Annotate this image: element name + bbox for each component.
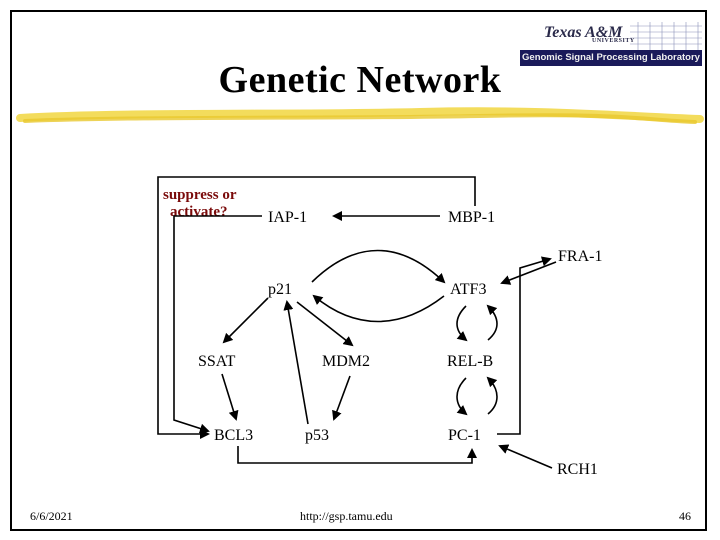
edge-mdm2-to-p53	[332, 375, 351, 421]
edge-mbp1-to-bcl3	[157, 176, 476, 439]
node-relb: REL-B	[447, 353, 493, 370]
footer-date: 6/6/2021	[30, 509, 73, 523]
footer-url[interactable]: http://gsp.tamu.edu	[300, 509, 393, 523]
node-mbp1: MBP-1	[448, 209, 495, 226]
logo-script-text: Texas A&M	[544, 24, 623, 41]
edge-relb-to-atf3	[486, 304, 498, 341]
edge-ssat-to-bcl3	[221, 373, 239, 421]
edge-p21-to-mdm2	[296, 301, 354, 347]
node-p21: p21	[268, 281, 292, 298]
annotation-line-1: suppress or	[163, 187, 237, 203]
node-mdm2: MDM2	[322, 353, 370, 370]
edge-relb-to-pc1	[456, 377, 468, 416]
edge-p53-to-p21	[283, 300, 309, 425]
edge-iap1-to-bcl3	[173, 215, 262, 434]
node-ssat: SSAT	[198, 353, 236, 370]
edge-pc1-to-relb	[486, 376, 498, 415]
node-rch1: RCH1	[557, 461, 598, 478]
node-pc1: PC-1	[448, 427, 481, 444]
annotation-line-2: activate?	[170, 204, 227, 220]
node-fra1: FRA-1	[558, 248, 602, 265]
node-atf3: ATF3	[450, 281, 486, 298]
edge-p21-to-ssat	[222, 297, 269, 344]
edge-bcl3-to-pc1	[237, 446, 477, 464]
footer-page-number: 46	[679, 509, 691, 523]
logo-university-text: UNIVERSITY	[592, 38, 635, 44]
node-p53: p53	[305, 427, 329, 444]
lab-logo: Texas A&M UNIVERSITY Genomic Signal Proc…	[520, 22, 702, 66]
slide-title: Genetic Network	[218, 59, 502, 101]
edge-p21-to-atf3	[311, 249, 446, 284]
edge-rch1-to-pc1	[498, 444, 553, 469]
edge-atf3-to-relb	[456, 305, 468, 342]
node-iap1: IAP-1	[268, 209, 307, 226]
edge-pc1-to-fra1	[497, 256, 552, 435]
logo-lab-name: Genomic Signal Processing Laboratory	[520, 50, 702, 66]
logo-grid-graphic	[630, 22, 702, 50]
slide-frame	[10, 10, 707, 531]
edge-atf3-to-p21	[312, 294, 445, 323]
logo-wordmark: Texas A&M UNIVERSITY	[544, 24, 644, 46]
node-bcl3: BCL3	[214, 427, 253, 444]
